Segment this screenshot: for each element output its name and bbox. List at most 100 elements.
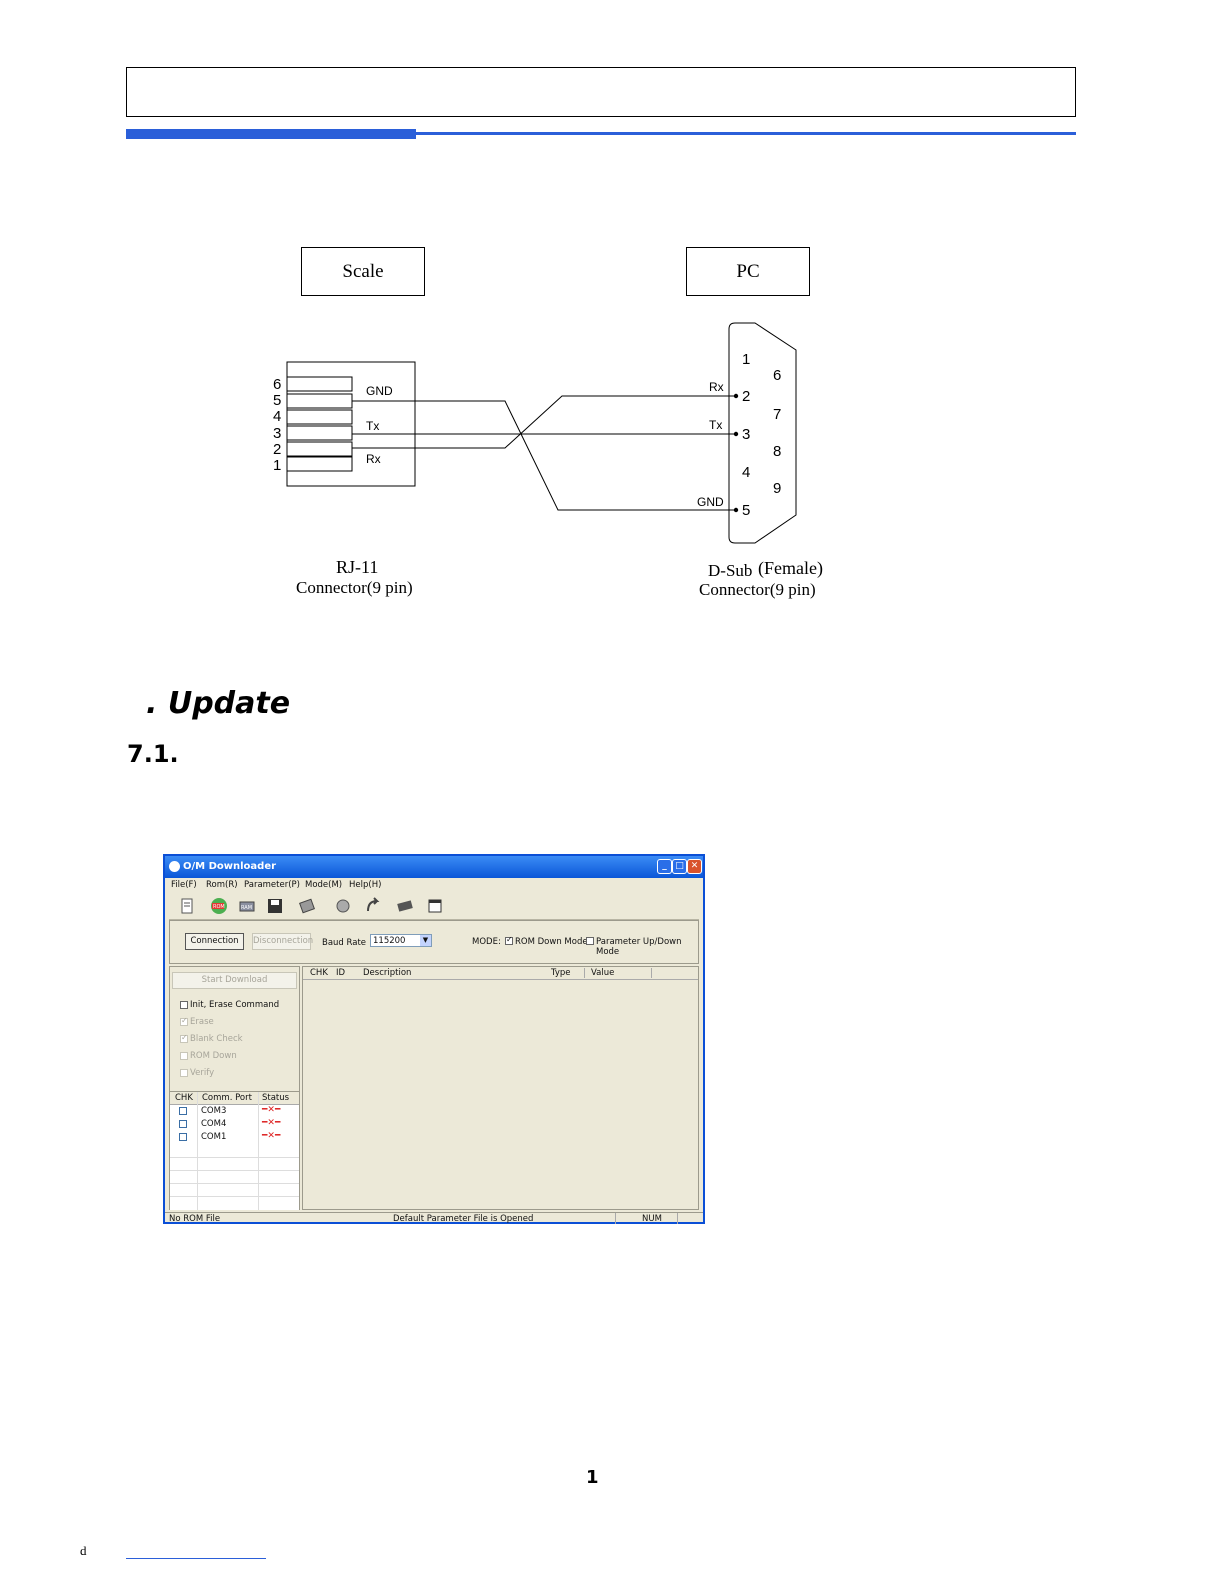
scale-box: Scale: [301, 247, 425, 296]
dsub-pin-label: 4: [742, 464, 750, 481]
dsub-pin-label: 3: [742, 426, 750, 443]
header-rule-thin: [416, 132, 1076, 135]
status-parameter-file: Default Parameter File is Opened: [393, 1214, 534, 1224]
ram-icon[interactable]: RAM: [237, 896, 257, 916]
footer-link-line: [126, 1558, 266, 1559]
pc-label: PC: [736, 260, 760, 282]
upload-icon[interactable]: [363, 896, 383, 916]
column-header[interactable]: Type: [551, 968, 571, 978]
option-label: Blank Check: [190, 1034, 243, 1044]
rj11-connector: [286, 361, 416, 487]
port-checkbox[interactable]: [179, 1120, 187, 1128]
column-header[interactable]: Value: [591, 968, 615, 978]
port-table: CHK Comm. Port Status COM3 ━✕━ COM4 ━✕━ …: [170, 1091, 299, 1210]
verify-checkbox[interactable]: [180, 1069, 188, 1077]
dsub-caption: D-Sub: [708, 561, 752, 580]
tools-icon[interactable]: [297, 896, 317, 916]
column-header[interactable]: ID: [336, 968, 346, 978]
menu-mode[interactable]: Mode(M): [305, 880, 343, 890]
toolbar: ROM RAM: [169, 893, 699, 920]
menu-parameter[interactable]: Parameter(P): [244, 880, 300, 890]
column-header[interactable]: Description: [363, 968, 412, 978]
column-header[interactable]: CHK: [175, 1093, 193, 1103]
rj11-tx-label: Tx: [366, 419, 379, 433]
title-bar: O/M Downloader _ □ ✕: [165, 856, 703, 878]
rom-down-mode-checkbox[interactable]: ✓: [505, 935, 513, 945]
rj11-pin-label: 2: [273, 441, 281, 458]
dsub-tx-label: Tx: [709, 418, 722, 432]
dsub-pin-label: 7: [773, 406, 781, 423]
chevron-down-icon[interactable]: ▼: [420, 935, 431, 946]
port-name: COM4: [201, 1119, 227, 1129]
settings-icon[interactable]: [333, 896, 353, 916]
minimize-icon[interactable]: _: [657, 859, 672, 874]
column-header[interactable]: CHK: [310, 968, 328, 978]
svg-text:ROM: ROM: [213, 904, 225, 910]
table-row[interactable]: COM3 ━✕━: [170, 1105, 299, 1118]
dsub-pin-label: 9: [773, 480, 781, 497]
menu-rom[interactable]: Rom(R): [206, 880, 238, 890]
init-erase-checkbox[interactable]: [180, 1001, 188, 1009]
footer-text: d: [80, 1543, 87, 1558]
dsub-pin-label: 6: [773, 367, 781, 384]
port-name: COM1: [201, 1132, 227, 1142]
scale-label: Scale: [342, 260, 384, 282]
dsub-connector: [728, 322, 797, 544]
close-icon[interactable]: ✕: [687, 859, 702, 874]
disconnection-button[interactable]: Disconnection: [252, 933, 313, 950]
maximize-icon[interactable]: □: [672, 859, 687, 874]
erase-checkbox[interactable]: ✓: [180, 1016, 188, 1026]
table-row[interactable]: COM4 ━✕━: [170, 1118, 299, 1131]
option-label: ROM Down: [190, 1051, 237, 1061]
dsub-pin-labels: 1 2 3 4 5 6 7 8 9: [742, 351, 781, 519]
baud-rate-label: Baud Rate: [322, 938, 367, 948]
wires: [352, 395, 735, 511]
dsub-pin-label: 5: [742, 502, 750, 519]
om-downloader-window: O/M Downloader _ □ ✕ File(F) Rom(R) Para…: [163, 854, 705, 1224]
header-rule-thick: [126, 129, 416, 139]
window-icon[interactable]: [425, 896, 445, 916]
parameter-mode-label: Parameter Up/Down Mode: [596, 937, 682, 957]
disconnected-icon: ━✕━: [262, 1131, 281, 1141]
table-row[interactable]: COM1 ━✕━: [170, 1131, 299, 1144]
status-rom-file: No ROM File: [169, 1214, 221, 1224]
rj11-pin-label: 6: [273, 376, 281, 393]
dsub-rx-label: Rx: [709, 380, 724, 394]
dsub-pin-label: 2: [742, 388, 750, 405]
dsub-pin-label: 1: [742, 351, 750, 368]
subsection-number: 7.1.: [127, 740, 179, 768]
rom-down-checkbox[interactable]: [180, 1052, 188, 1060]
rj11-pin-label: 4: [273, 408, 281, 425]
status-bar: No ROM File Default Parameter File is Op…: [165, 1212, 703, 1225]
parameter-mode-checkbox[interactable]: [586, 937, 594, 945]
menu-file[interactable]: File(F): [171, 880, 197, 890]
section-title: . Update: [146, 686, 291, 721]
rom-icon[interactable]: ROM: [209, 896, 229, 916]
download-options-panel: Start Download Init, Erase Command ✓ Era…: [169, 966, 300, 1210]
connection-button[interactable]: Connection: [185, 933, 244, 950]
save-icon[interactable]: [265, 896, 285, 916]
status-num-lock: NUM: [642, 1214, 662, 1224]
rj11-gnd-label: GND: [366, 384, 393, 398]
app-icon: [169, 861, 180, 872]
option-label: Erase: [190, 1017, 214, 1027]
rj11-caption: RJ-11: [336, 557, 378, 577]
column-header[interactable]: Status: [262, 1093, 290, 1103]
option-label: Verify: [190, 1068, 215, 1078]
rj11-caption-sub: Connector(9 pin): [296, 578, 413, 597]
column-header[interactable]: Comm. Port: [202, 1093, 252, 1103]
rj11-pin-label: 5: [273, 392, 281, 409]
rom-down-mode-label: ROM Down Mode: [515, 937, 588, 947]
port-checkbox[interactable]: [179, 1107, 187, 1115]
port-checkbox[interactable]: [179, 1133, 187, 1141]
chip-icon[interactable]: [395, 896, 415, 916]
start-download-button[interactable]: Start Download: [172, 972, 297, 989]
blank-check-checkbox[interactable]: ✓: [180, 1033, 188, 1043]
menu-help[interactable]: Help(H): [349, 880, 382, 890]
baud-rate-select[interactable]: 115200 ▼: [370, 934, 432, 947]
document-icon[interactable]: [177, 896, 197, 916]
rj11-rx-label: Rx: [366, 452, 381, 466]
disconnected-icon: ━✕━: [262, 1105, 281, 1115]
header-box: [126, 67, 1076, 117]
pc-box: PC: [686, 247, 810, 296]
